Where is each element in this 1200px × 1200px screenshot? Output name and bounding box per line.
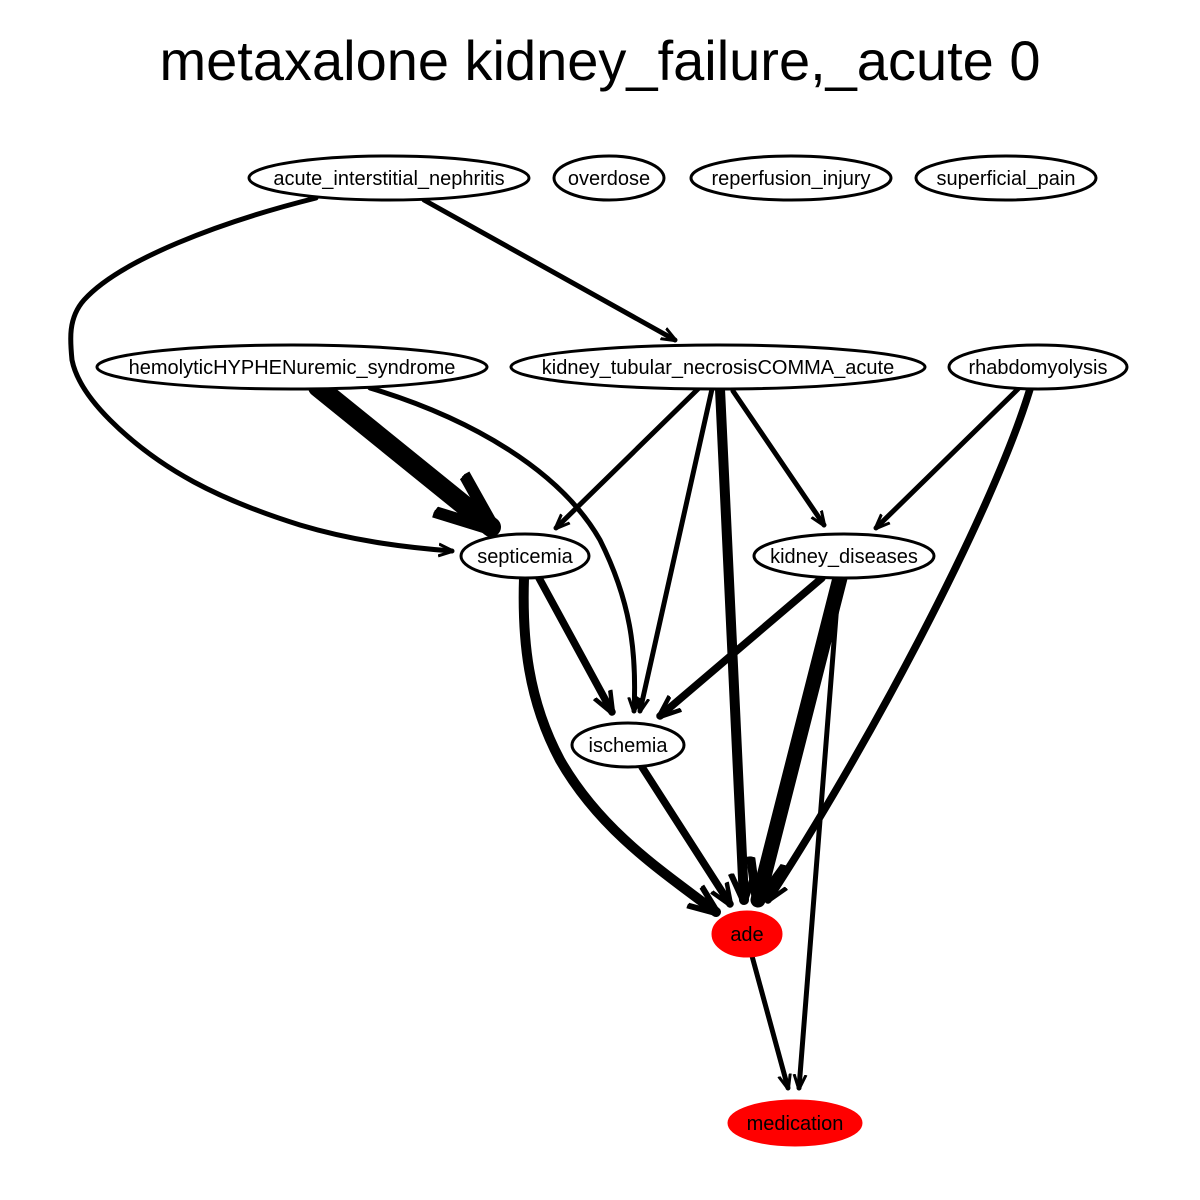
edge-kidney_diseases-to-medication [799, 575, 842, 1091]
node-ischemia: ischemia [570, 721, 686, 769]
node-overdose: overdose [552, 154, 666, 202]
edge-rhabdomyolysis-to-kidney_diseases [876, 386, 1021, 528]
node-shape-medication [727, 1099, 863, 1147]
node-label-superficial_pain: superficial_pain [937, 168, 1076, 190]
edge-ktn-to-ade [715, 384, 744, 905]
edge-ade-to-medication [749, 953, 788, 1088]
edge-septicemia-to-ade [518, 573, 716, 912]
node-label-ischemia: ischemia [589, 735, 669, 757]
node-hemolytic: hemolyticHYPHENuremic_syndrome [95, 343, 489, 391]
node-label-acute_interstitial_nephritis: acute_interstitial_nephritis [273, 168, 504, 190]
node-superficial_pain: superficial_pain [914, 154, 1098, 202]
node-kidney_diseases: kidney_diseases [752, 532, 936, 580]
node-label-reperfusion_injury: reperfusion_injury [712, 168, 871, 190]
node-shape-reperfusion_injury [689, 154, 893, 202]
node-reperfusion_injury: reperfusion_injury [689, 154, 893, 202]
edge-acute_interstitial_nephritis-to-ktn [421, 197, 675, 340]
node-label-hemolytic: hemolyticHYPHENuremic_syndrome [129, 357, 456, 379]
node-label-ktn: kidney_tubular_necrosisCOMMA_acute [542, 357, 894, 379]
node-shape-ade [711, 910, 783, 958]
node-label-kidney_diseases: kidney_diseases [770, 546, 918, 568]
node-shape-superficial_pain [914, 154, 1098, 202]
node-shape-rhabdomyolysis [947, 343, 1129, 391]
edge-hemolytic-to-ischemia [367, 385, 635, 714]
node-rhabdomyolysis: rhabdomyolysis [947, 343, 1129, 391]
node-shape-septicemia [459, 532, 591, 580]
node-shape-ischemia [570, 721, 686, 769]
edges-layer [68, 195, 1034, 1091]
node-septicemia: septicemia [459, 532, 591, 580]
node-shape-kidney_diseases [752, 532, 936, 580]
node-label-medication: medication [747, 1113, 844, 1135]
edge-ischemia-to-ade [638, 763, 730, 904]
edge-hemolytic-to-septicemia [308, 377, 491, 527]
edge-ktn-to-septicemia [556, 386, 701, 528]
node-shape-overdose [552, 154, 666, 202]
node-label-overdose: overdose [568, 168, 650, 190]
edge-rhabdomyolysis-to-ade [768, 385, 1034, 900]
edge-kidney_diseases-to-ade [758, 570, 848, 900]
node-ktn: kidney_tubular_necrosisCOMMA_acute [509, 343, 927, 391]
node-medication: medication [727, 1099, 863, 1147]
node-label-septicemia: septicemia [477, 546, 573, 568]
edge-ktn-to-kidney_diseases [730, 388, 824, 525]
node-label-ade: ade [730, 924, 763, 946]
edge-septicemia-to-ischemia [535, 574, 612, 712]
node-acute_interstitial_nephritis: acute_interstitial_nephritis [247, 154, 531, 202]
edge-ktn-to-ischemia [640, 386, 715, 711]
node-shape-hemolytic [95, 343, 489, 391]
node-shape-acute_interstitial_nephritis [247, 154, 531, 202]
diagram-title: metaxalone kidney_failure,_acute 0 [159, 29, 1041, 92]
edge-acute_interstitial_nephritis-to-septicemia [68, 195, 455, 551]
nodes-layer: acute_interstitial_nephritis overdose repe… [95, 154, 1129, 1147]
node-label-rhabdomyolysis: rhabdomyolysis [969, 357, 1108, 379]
node-ade: ade [711, 910, 783, 958]
edge-kidney_diseases-to-ischemia [660, 574, 826, 716]
node-shape-ktn [509, 343, 927, 391]
